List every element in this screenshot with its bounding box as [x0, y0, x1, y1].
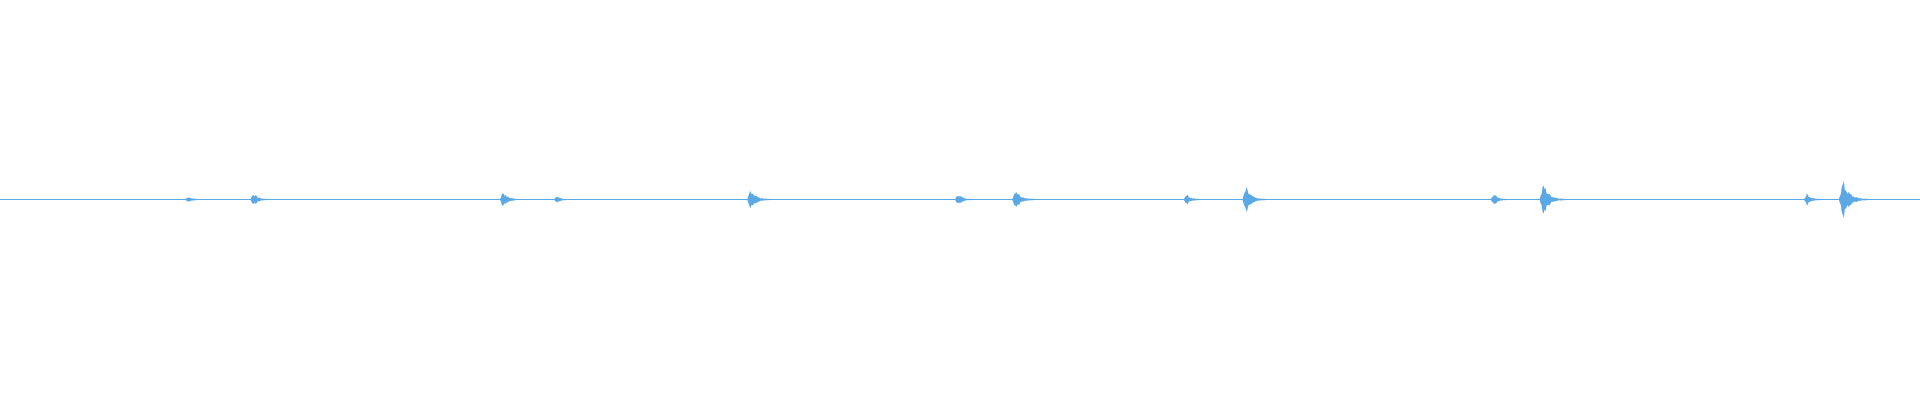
waveform-burst-10 — [1490, 194, 1510, 205]
waveform-burst-8 — [1183, 194, 1203, 205]
waveform-burst-13 — [1838, 180, 1868, 219]
waveform-burst-1 — [185, 197, 203, 202]
waveform-burst-4 — [554, 196, 571, 203]
waveform-burst-6 — [955, 195, 975, 204]
waveform-burst-9 — [1242, 187, 1267, 212]
waveform-burst-7 — [1012, 191, 1036, 208]
waveform-burst-5 — [747, 190, 771, 209]
waveform-burst-2 — [250, 195, 270, 204]
waveform-bursts — [185, 180, 1868, 219]
waveform-burst-12 — [1803, 193, 1823, 206]
waveform-burst-3 — [500, 193, 521, 206]
waveform-burst-11 — [1539, 185, 1567, 214]
